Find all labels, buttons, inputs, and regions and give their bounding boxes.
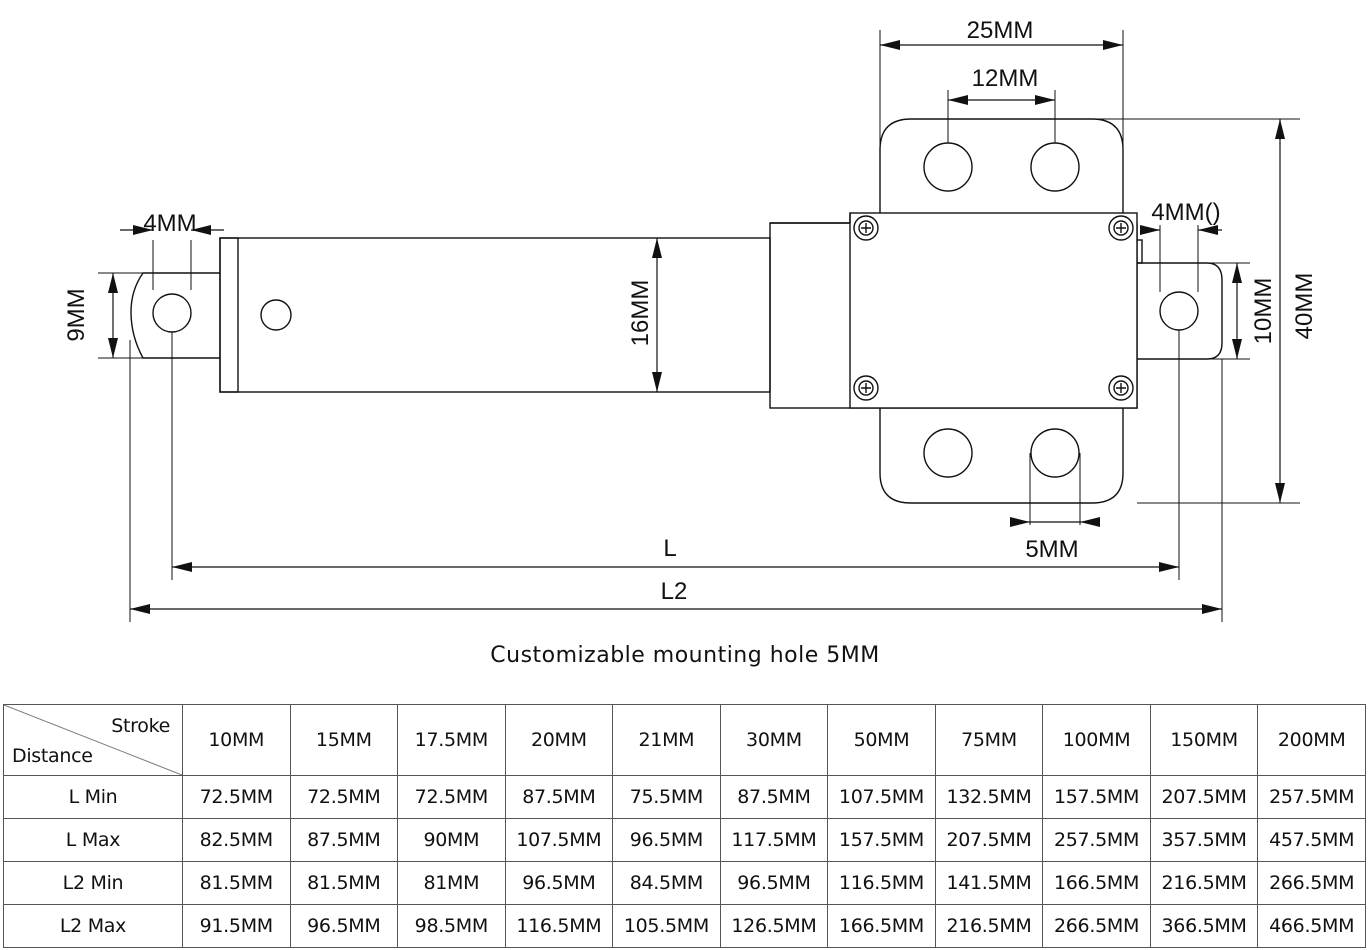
table-row: L Min 72.5MM 72.5MM 72.5MM 87.5MM 75.5MM…	[3, 775, 1366, 819]
table-cell: 96.5MM	[719, 861, 829, 905]
dim-4mm-left: 4MM	[143, 210, 196, 237]
rear-clevis-hole	[1159, 291, 1199, 331]
dim-L: L	[663, 535, 676, 562]
table-cell: 166.5MM	[827, 904, 936, 948]
stroke-header: 100MM	[1042, 704, 1151, 776]
stroke-header: 20MM	[504, 704, 614, 776]
table-cell: 116.5MM	[827, 861, 936, 905]
row-label: L2 Max	[3, 904, 183, 948]
corner-stroke-label: Stroke	[111, 715, 170, 737]
table-cell: 126.5MM	[719, 904, 829, 948]
bracket-hole	[923, 142, 973, 192]
table-cell: 366.5MM	[1149, 904, 1259, 948]
dim-16mm: 16MM	[627, 280, 654, 347]
table-cell: 84.5MM	[612, 861, 721, 905]
table-cell: 81MM	[397, 861, 506, 905]
bottom-bracket	[879, 408, 1124, 504]
table-cell: 98.5MM	[397, 904, 506, 948]
actuator-drawing: 25MM 12MM 4MM 4MM() 9MM 16MM 10MM 40MM 5…	[63, 17, 1318, 622]
dim-25mm: 25MM	[967, 17, 1034, 44]
table-cell: 132.5MM	[934, 775, 1044, 819]
screw-icon	[853, 375, 879, 401]
screw-icon	[1108, 375, 1134, 401]
table-cell: 96.5MM	[289, 904, 399, 948]
table-row: L2 Max 91.5MM 96.5MM 98.5MM 116.5MM 105.…	[3, 904, 1366, 948]
table-cell: 266.5MM	[1257, 861, 1366, 905]
rod-end	[130, 272, 220, 359]
table-cell: 96.5MM	[504, 861, 614, 905]
table-cell: 141.5MM	[934, 861, 1044, 905]
table-cell: 207.5MM	[934, 818, 1044, 862]
table-row: L Max 82.5MM 87.5MM 90MM 107.5MM 96.5MM …	[3, 818, 1366, 862]
spec-table: Stroke Distance 10MM 15MM 17.5MM 20MM 21…	[3, 704, 1366, 948]
top-bracket	[879, 118, 1124, 213]
stroke-header: 30MM	[719, 704, 829, 776]
rod-end-hole	[152, 293, 192, 333]
stroke-header: 17.5MM	[397, 704, 506, 776]
table-cell: 107.5MM	[504, 818, 614, 862]
row-label: L Max	[3, 818, 183, 862]
table-cell: 96.5MM	[612, 818, 721, 862]
dim-10mm: 10MM	[1250, 278, 1277, 345]
table-cell: 87.5MM	[504, 775, 614, 819]
table-cell: 257.5MM	[1042, 818, 1151, 862]
table-cell: 105.5MM	[612, 904, 721, 948]
table-cell: 82.5MM	[182, 818, 291, 862]
rear-clevis	[1137, 262, 1223, 360]
table-cell: 91.5MM	[182, 904, 291, 948]
stroke-header: 15MM	[289, 704, 399, 776]
diagonal-divider	[4, 705, 182, 775]
table-cell: 72.5MM	[182, 775, 291, 819]
stroke-header: 10MM	[182, 704, 291, 776]
screw-icon	[853, 215, 879, 241]
table-cell: 266.5MM	[1042, 904, 1151, 948]
table-cell: 216.5MM	[1149, 861, 1259, 905]
screw-icon	[1108, 215, 1134, 241]
table-cell: 72.5MM	[397, 775, 506, 819]
dim-12mm: 12MM	[972, 65, 1039, 92]
table-cell: 457.5MM	[1257, 818, 1366, 862]
row-label: L Min	[3, 775, 183, 819]
table-cell: 87.5MM	[289, 818, 399, 862]
stroke-header: 200MM	[1257, 704, 1366, 776]
table-cell: 81.5MM	[289, 861, 399, 905]
table-cell: 257.5MM	[1257, 775, 1366, 819]
table-cell: 90MM	[397, 818, 506, 862]
table-cell: 157.5MM	[1042, 775, 1151, 819]
table-cell: 157.5MM	[827, 818, 936, 862]
table-cell: 207.5MM	[1149, 775, 1259, 819]
dim-4mm-right: 4MM()	[1151, 199, 1220, 226]
dim-5mm: 5MM	[1025, 536, 1078, 563]
table-cell: 357.5MM	[1149, 818, 1259, 862]
dim-9mm: 9MM	[63, 288, 90, 341]
table-cell: 75.5MM	[612, 775, 721, 819]
stroke-header: 75MM	[934, 704, 1044, 776]
table-header-row: Stroke Distance 10MM 15MM 17.5MM 20MM 21…	[3, 704, 1366, 776]
bracket-hole	[1030, 142, 1080, 192]
stroke-header: 50MM	[827, 704, 936, 776]
table-cell: 107.5MM	[827, 775, 936, 819]
table-cell: 72.5MM	[289, 775, 399, 819]
bracket-hole	[923, 428, 973, 478]
caption: Customizable mounting hole 5MM	[490, 643, 880, 668]
table-cell: 466.5MM	[1257, 904, 1366, 948]
outer-tube	[219, 237, 771, 393]
table-row: L2 Min 81.5MM 81.5MM 81MM 96.5MM 84.5MM …	[3, 861, 1366, 905]
table-cell: 87.5MM	[719, 775, 829, 819]
dim-40mm: 40MM	[1291, 273, 1318, 340]
table-cell: 116.5MM	[504, 904, 614, 948]
corner-distance-label: Distance	[12, 745, 93, 767]
stroke-header: 21MM	[612, 704, 721, 776]
row-label: L2 Min	[3, 861, 183, 905]
table-cell: 216.5MM	[934, 904, 1044, 948]
table-cell: 81.5MM	[182, 861, 291, 905]
table-corner-cell: Stroke Distance	[3, 704, 183, 776]
table-cell: 117.5MM	[719, 818, 829, 862]
table-cell: 166.5MM	[1042, 861, 1151, 905]
bracket-hole	[1030, 428, 1080, 478]
stroke-header: 150MM	[1149, 704, 1259, 776]
dim-L2: L2	[661, 578, 688, 605]
